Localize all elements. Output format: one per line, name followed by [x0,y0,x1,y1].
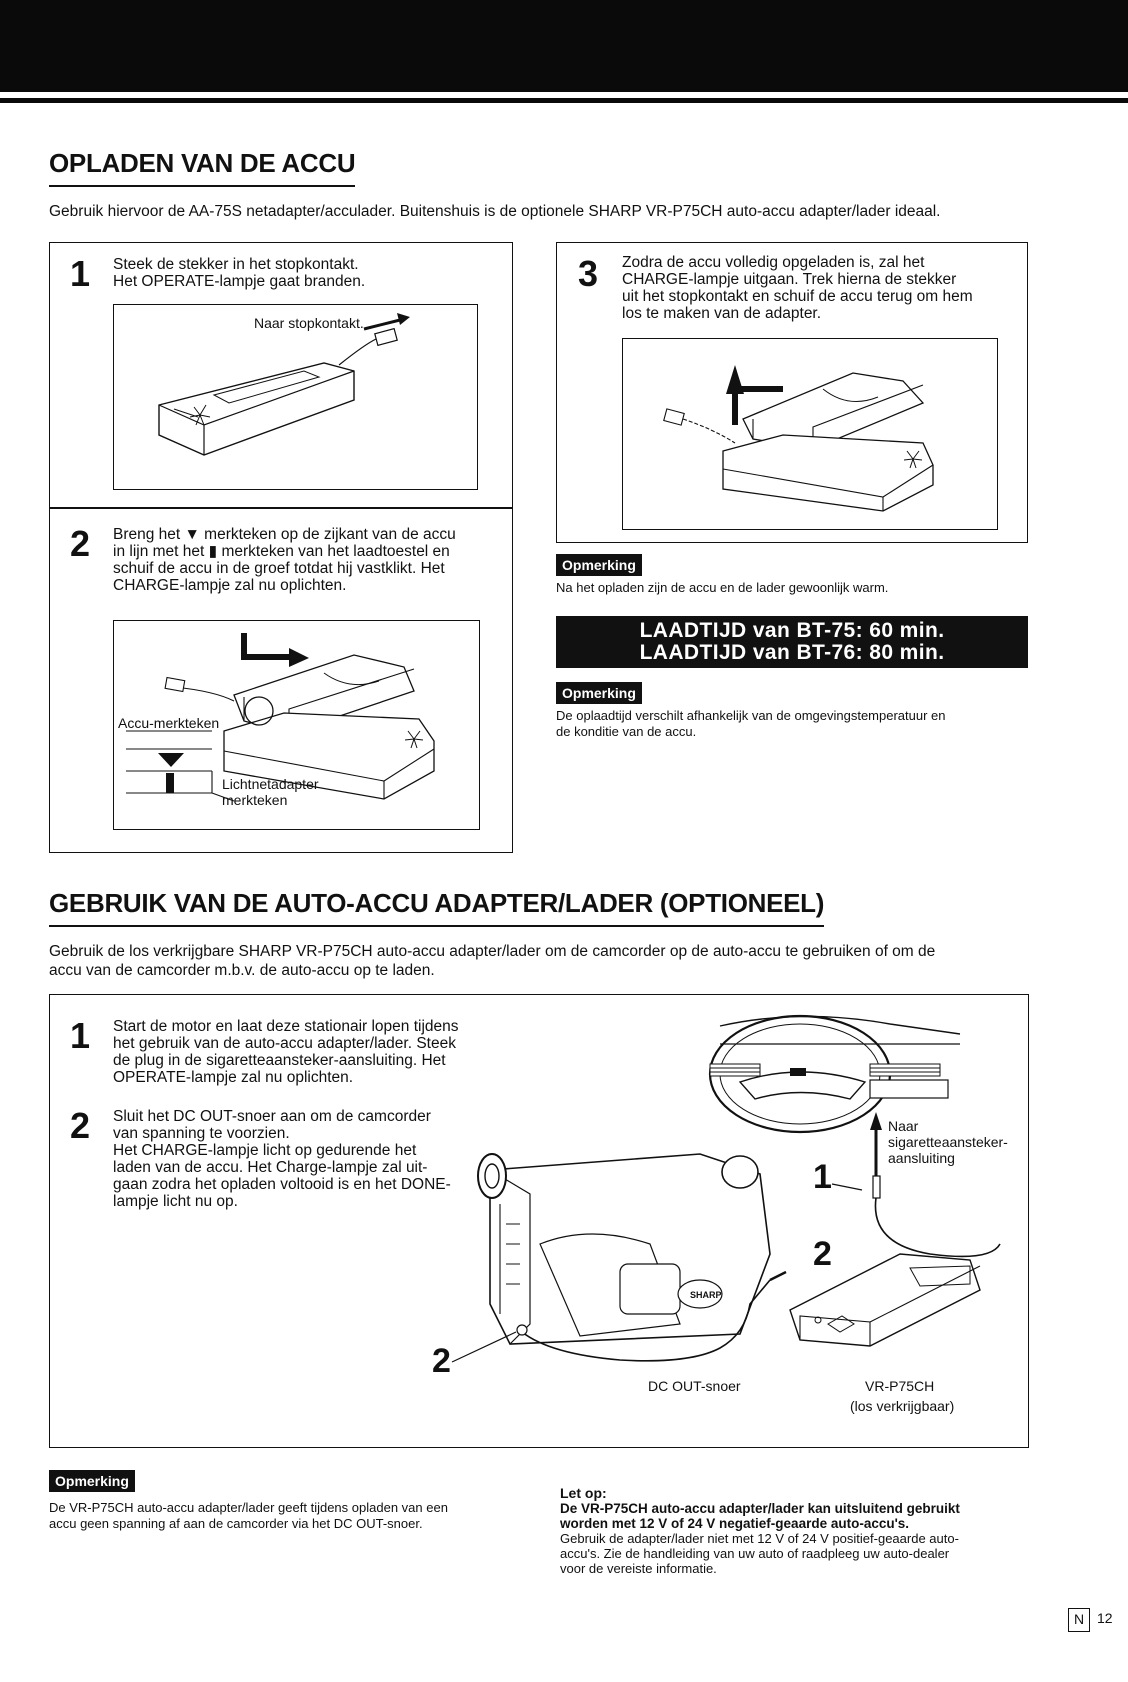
fig-label: Naar stopkontakt. [254,315,364,331]
section-title-auto-accu: GEBRUIK VAN DE AUTO-ACCU ADAPTER/LADER (… [49,888,825,927]
title-underline [49,185,356,187]
let-op-line: voor de vereiste informatie. [560,1561,717,1576]
intro-line: accu van de camcorder m.b.v. de auto-acc… [49,962,435,979]
step-line: CHARGE-lampje zal nu oplichten. [113,577,347,594]
auto-accu-box [49,994,1029,1448]
step-line: uit het stopkontakt en schuif de accu te… [622,288,973,305]
step-number: 1 [70,253,91,294]
note-text: De oplaadtijd verschilt afhankelijk van … [556,708,946,740]
let-op-line: Gebruik de adapter/lader niet met 12 V o… [560,1531,959,1546]
step-line: CHARGE-lampje uitgaan. Trek hierna de st… [622,271,957,288]
step2-text: Breng het ▼ merkteken op de zijkant van … [113,526,456,594]
fig-label: Lichtnetadapter [222,776,319,792]
note-text: Na het opladen zijn de accu en de lader … [556,580,889,595]
section-title-text: GEBRUIK VAN DE AUTO-ACCU ADAPTER/LADER (… [49,888,825,918]
battery-remove-figure [622,338,998,530]
callout-2: 2 [813,1235,832,1273]
note-line: accu geen spanning af aan de camcorder v… [49,1516,423,1531]
fig-label-naar: Naar sigaretteaansteker- aansluiting [888,1118,1008,1166]
charger-plug-figure: Naar stopkontakt. [113,304,478,490]
opmerking-badge: Opmerking [556,682,642,704]
step-number: 2 [70,1105,91,1146]
laadtijd-banner: LAADTIJD van BT-75: 60 min. LAADTIJD van… [556,616,1028,668]
car-camcorder-illustration: SHARP [451,1014,1001,1363]
fig-label: sigaretteaansteker- [888,1134,1008,1150]
fig-label: aansluiting [888,1150,955,1166]
note-line: De oplaadtijd verschilt afhankelijk van … [556,708,946,723]
step-number: 2 [70,523,91,564]
box-divider [49,507,513,509]
section2-intro: Gebruik de los verkrijgbare SHARP VR-P75… [49,942,1089,980]
header-bar [0,0,1128,92]
step-line: OPERATE-lampje zal nu oplichten. [113,1069,354,1086]
battery-insert-figure: Accu-merkteken Lichtnetadapter merkteken [113,620,480,830]
step-line: Steek de stekker in het stopkontakt. [113,256,359,273]
steps-left-box [49,242,513,853]
step-line: Breng het ▼ merkteken op de zijkant van … [113,526,456,543]
battery-insert-illustration [126,633,435,823]
note-line: De VR-P75CH auto-accu adapter/lader geef… [49,1500,448,1515]
charger-illustration [158,313,410,456]
let-op-line: accu's. Zie de handleiding van uw auto o… [560,1546,950,1561]
header-rule [0,98,1128,103]
callout-2: 2 [432,1342,451,1380]
step-line: de plug in de sigaretteaansteker-aanslui… [113,1052,446,1069]
model-label: VR-P75CH [865,1378,935,1394]
let-op-bold: De VR-P75CH auto-accu adapter/lader kan … [560,1501,960,1516]
step-line: het gebruik van de auto-accu adapter/lad… [113,1035,456,1052]
step-line: laden van de accu. Het Charge-lampje zal… [113,1159,428,1176]
intro-line: Gebruik de los verkrijgbare SHARP VR-P75… [49,943,936,960]
step-line: Start de motor en laat deze stationair l… [113,1018,459,1035]
section-title-text: OPLADEN VAN DE ACCU [49,148,356,178]
opmerking-badge: Opmerking [49,1470,135,1492]
section-title-opladen: OPLADEN VAN DE ACCU [49,148,356,187]
step-line: in lijn met het ▮ merkteken van het laad… [113,543,450,560]
laadtijd-line: LAADTIJD van BT-75: 60 min. [639,619,945,642]
let-op-block: Let op: De VR-P75CH auto-accu adapter/la… [560,1485,1030,1577]
note-text: De VR-P75CH auto-accu adapter/lader geef… [49,1500,448,1532]
auto-step2-text: Sluit het DC OUT-snoer aan om de camcord… [113,1108,451,1210]
step-line: Zodra de accu volledig opgeladen is, zal… [622,254,925,271]
language-tag: N [1068,1608,1090,1632]
step-line: Het CHARGE-lampje licht op gedurende het [113,1142,417,1159]
step-line: lampje licht nu op. [113,1193,238,1210]
step-line: los te maken van de adapter. [622,305,822,322]
step-number: 3 [578,253,599,294]
step-line: Het OPERATE-lampje gaat branden. [113,273,366,290]
page-number: 12 [1097,1610,1113,1626]
section1-intro: Gebruik hiervoor de AA-75S netadapter/ac… [49,203,941,220]
laadtijd-line: LAADTIJD van BT-76: 80 min. [639,641,945,664]
let-op-title: Let op: [560,1485,607,1501]
step-line: Sluit het DC OUT-snoer aan om de camcord… [113,1108,431,1125]
dc-out-label: DC OUT-snoer [648,1378,741,1394]
fig-label: Naar [888,1118,919,1134]
let-op-bold: worden met 12 V of 24 V negatief-geaarde… [560,1516,910,1531]
battery-remove-illustration [663,365,934,512]
auto-step1-text: Start de motor en laat deze stationair l… [113,1018,459,1086]
step-number: 1 [70,1015,91,1056]
step1-text: Steek de stekker in het stopkontakt. Het… [113,256,365,290]
step3-text: Zodra de accu volledig opgeladen is, zal… [622,254,1007,322]
step-line: schuif de accu in de groef totdat hij va… [113,560,445,577]
fig-label: Accu-merkteken [118,715,220,731]
brand-logo: SHARP [690,1290,722,1300]
step-line: gaan zodra het opladen voltooid is en he… [113,1176,451,1193]
step-line: van spanning te voorzien. [113,1125,290,1142]
callout-1: 1 [813,1158,832,1196]
step3-box [556,242,1028,543]
title-underline [49,925,825,927]
note-line: de konditie van de accu. [556,724,697,739]
model-sub-label: (los verkrijgbaar) [850,1398,955,1414]
opmerking-badge: Opmerking [556,554,642,576]
fig-label: merkteken [222,792,288,808]
